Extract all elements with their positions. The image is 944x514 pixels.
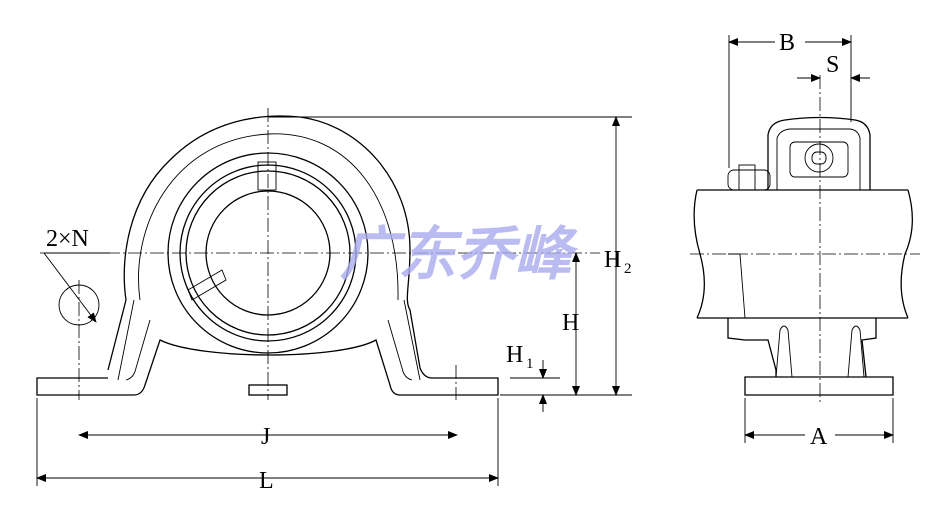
housing-outline bbox=[36, 115, 499, 396]
s-label: S bbox=[826, 52, 839, 78]
housing-body bbox=[727, 318, 894, 396]
watermark: 广东乔峰 bbox=[340, 220, 579, 288]
housing-top-cap bbox=[767, 116, 871, 190]
side-view bbox=[690, 75, 920, 405]
side-set-screw bbox=[187, 269, 227, 301]
bearing-insert bbox=[789, 141, 849, 178]
h2-subscript: 2 bbox=[624, 261, 632, 277]
h1-subscript: 1 bbox=[526, 356, 534, 372]
hole-count-label: 2×N bbox=[46, 226, 89, 252]
foot-right-inner bbox=[387, 299, 421, 381]
locking-collar bbox=[727, 169, 771, 191]
h1-label: H bbox=[506, 342, 523, 368]
shaft bbox=[693, 189, 913, 319]
leader-diagonal bbox=[43, 252, 97, 323]
front-view: 2×N bbox=[36, 108, 600, 400]
a-label: A bbox=[810, 424, 828, 450]
foot-left-inner bbox=[117, 299, 151, 381]
h2-label: H bbox=[604, 247, 621, 273]
j-label: J bbox=[261, 424, 270, 450]
side-dimensions: B S A bbox=[728, 30, 894, 450]
top-set-screw bbox=[257, 161, 277, 191]
b-label: B bbox=[779, 30, 795, 56]
l-label: L bbox=[259, 468, 274, 494]
h-label: H bbox=[562, 310, 579, 336]
front-dimensions: H 2 H H 1 J L bbox=[36, 116, 632, 494]
collar-screw bbox=[738, 164, 756, 191]
